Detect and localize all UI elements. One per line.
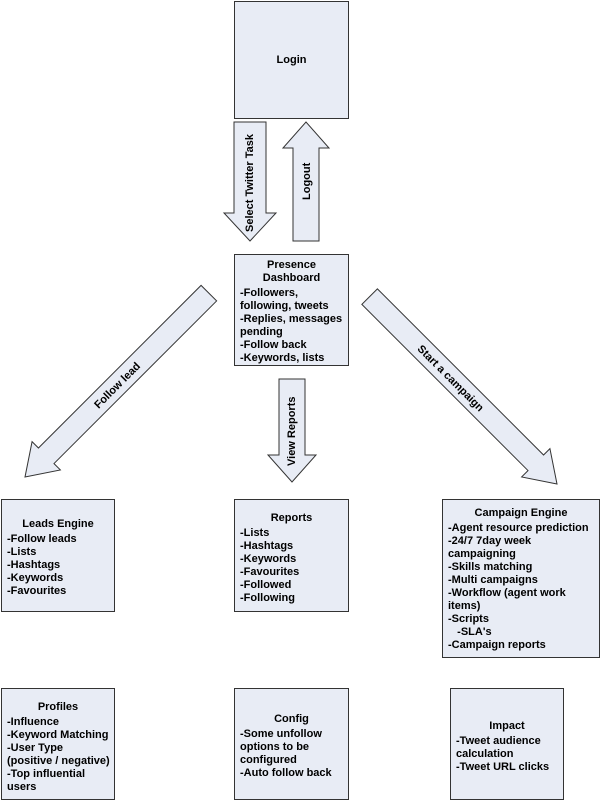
list-item: -Lists [240,527,270,539]
list-item: -Multi campaigns [448,574,538,586]
config-title: Config [274,713,309,725]
reports-title: Reports [270,512,313,524]
impact-items: -Tweet audience calculation -Tweet URL c… [456,735,558,774]
list-item: users [7,781,37,793]
presence-dashboard-box[interactable]: Presence Dashboard -Followers, following… [234,254,349,366]
list-item: -Influence [7,716,59,728]
list-item: -Followed [240,579,292,591]
view-reports-label: View Reports [286,397,298,467]
start-campaign-label: Start a campaign [415,343,486,414]
list-item: -Keyword Matching [7,729,109,741]
list-item: -Top influential [7,768,86,780]
login-box[interactable]: Login [234,1,349,119]
list-item: pending [240,326,283,338]
list-item: -Following [240,592,295,604]
login-title: Login [276,53,307,66]
view-reports-arrow [266,378,318,483]
reports-box[interactable]: Reports -Lists -Hashtags -Keywords -Favo… [234,499,349,612]
dashboard-title-line2: Dashboard [262,272,321,284]
list-item: options to be [240,741,310,753]
list-item: -Campaign reports [448,639,546,651]
leads-engine-items: -Follow leads -Lists -Hashtags -Keywords… [7,533,109,598]
logout-label: Logout [301,162,313,200]
list-item: -Lists [7,546,37,558]
config-box[interactable]: Config -Some unfollow options to be conf… [234,688,349,800]
dashboard-items: -Followers, following, tweets -Replies, … [240,287,343,365]
campaign-engine-items: -Agent resource prediction -24/7 7day we… [448,522,594,652]
list-item: -Favourites [7,585,67,597]
impact-box[interactable]: Impact -Tweet audience calculation -Twee… [450,688,564,800]
campaign-engine-title: Campaign Engine [474,507,568,519]
list-item: -Tweet audience [456,735,541,747]
list-item: campaigning [448,548,516,560]
profiles-title: Profiles [37,701,79,713]
select-twitter-task-label: Select Twitter Task [244,133,256,232]
leads-engine-box[interactable]: Leads Engine -Follow leads -Lists -Hasht… [1,499,115,612]
list-item: -User Type [7,742,64,754]
list-item: -Keywords [7,572,64,584]
config-items: -Some unfollow options to be configured … [240,728,343,780]
list-item: -Tweet URL clicks [456,761,550,773]
list-item: -Follow leads [7,533,77,545]
list-item: -24/7 7day week [448,535,532,547]
list-item: -Keywords [240,553,297,565]
list-item: -SLA's [448,626,492,638]
list-item: following, tweets [240,300,329,312]
follow-lead-arrow [24,284,218,478]
list-item: -Follow back [240,339,307,351]
list-item: configured [240,754,297,766]
list-item: -Scripts [448,613,489,625]
list-item: -Favourites [240,566,300,578]
list-item: -Agent resource prediction [448,522,589,534]
profiles-items: -Influence -Keyword Matching -User Type … [7,716,110,794]
leads-engine-title: Leads Engine [22,518,94,530]
list-item: -Skills matching [448,561,533,573]
list-item: (positive / negative) [7,755,110,767]
profiles-box[interactable]: Profiles -Influence -Keyword Matching -U… [1,688,115,800]
list-item: items) [448,600,481,612]
reports-items: -Lists -Hashtags -Keywords -Favourites -… [240,527,343,605]
campaign-engine-box[interactable]: Campaign Engine -Agent resource predicti… [442,499,600,658]
follow-lead-label: Follow lead [92,360,143,411]
start-campaign-arrow [361,288,558,485]
list-item: -Keywords, lists [240,352,325,364]
logout-arrow [281,121,331,242]
list-item: -Followers, [240,287,299,299]
select-twitter-task-arrow [222,121,278,242]
dashboard-title-line1: Presence [267,259,316,271]
impact-title: Impact [489,720,525,732]
list-item: -Auto follow back [240,767,332,779]
list-item: calculation [456,748,514,760]
list-item: -Replies, messages [240,313,343,325]
list-item: -Hashtags [240,540,294,552]
list-item: -Some unfollow [240,728,322,740]
list-item: -Hashtags [7,559,61,571]
list-item: -Workflow (agent work [448,587,566,599]
